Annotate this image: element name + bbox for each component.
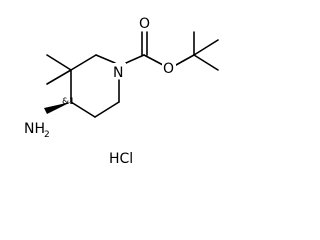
bond-c3-methyl-a xyxy=(46,54,72,71)
piperidine-ring xyxy=(70,54,120,118)
atom-label-n1: N xyxy=(113,65,123,81)
bond-o-ester-tbu-c xyxy=(175,54,195,66)
bond-n1-carbonyl-c xyxy=(125,54,145,64)
bond-c3-methyl-b xyxy=(46,69,72,85)
amino-group-label: NH 2 xyxy=(24,121,50,140)
atom-label-nh: NH xyxy=(24,121,45,137)
bond-c2-n1 xyxy=(95,54,116,64)
bond-c3-c2 xyxy=(70,54,97,71)
bond-tbu-methyl-up xyxy=(193,39,219,56)
stereo-descriptor: &1 xyxy=(62,97,75,107)
bond-c5-c4 xyxy=(70,101,96,118)
wedge-bond-c4-nh2 xyxy=(44,102,71,114)
atom-label-nh2-subscript: 2 xyxy=(44,130,50,140)
bond-carbonyl-c-o-ester xyxy=(143,54,164,66)
bond-c6-c5 xyxy=(94,101,120,118)
atom-label-carbonyl-o: O xyxy=(139,16,150,32)
structure-diagram: N O O NH 2 &1 HCl xyxy=(24,14,219,167)
atom-label-ester-o: O xyxy=(163,61,174,77)
boc-group xyxy=(125,31,219,71)
gem-dimethyl xyxy=(46,54,72,85)
salt-label-hcl: HCl xyxy=(109,151,133,167)
bond-tbu-methyl-right xyxy=(193,54,219,71)
